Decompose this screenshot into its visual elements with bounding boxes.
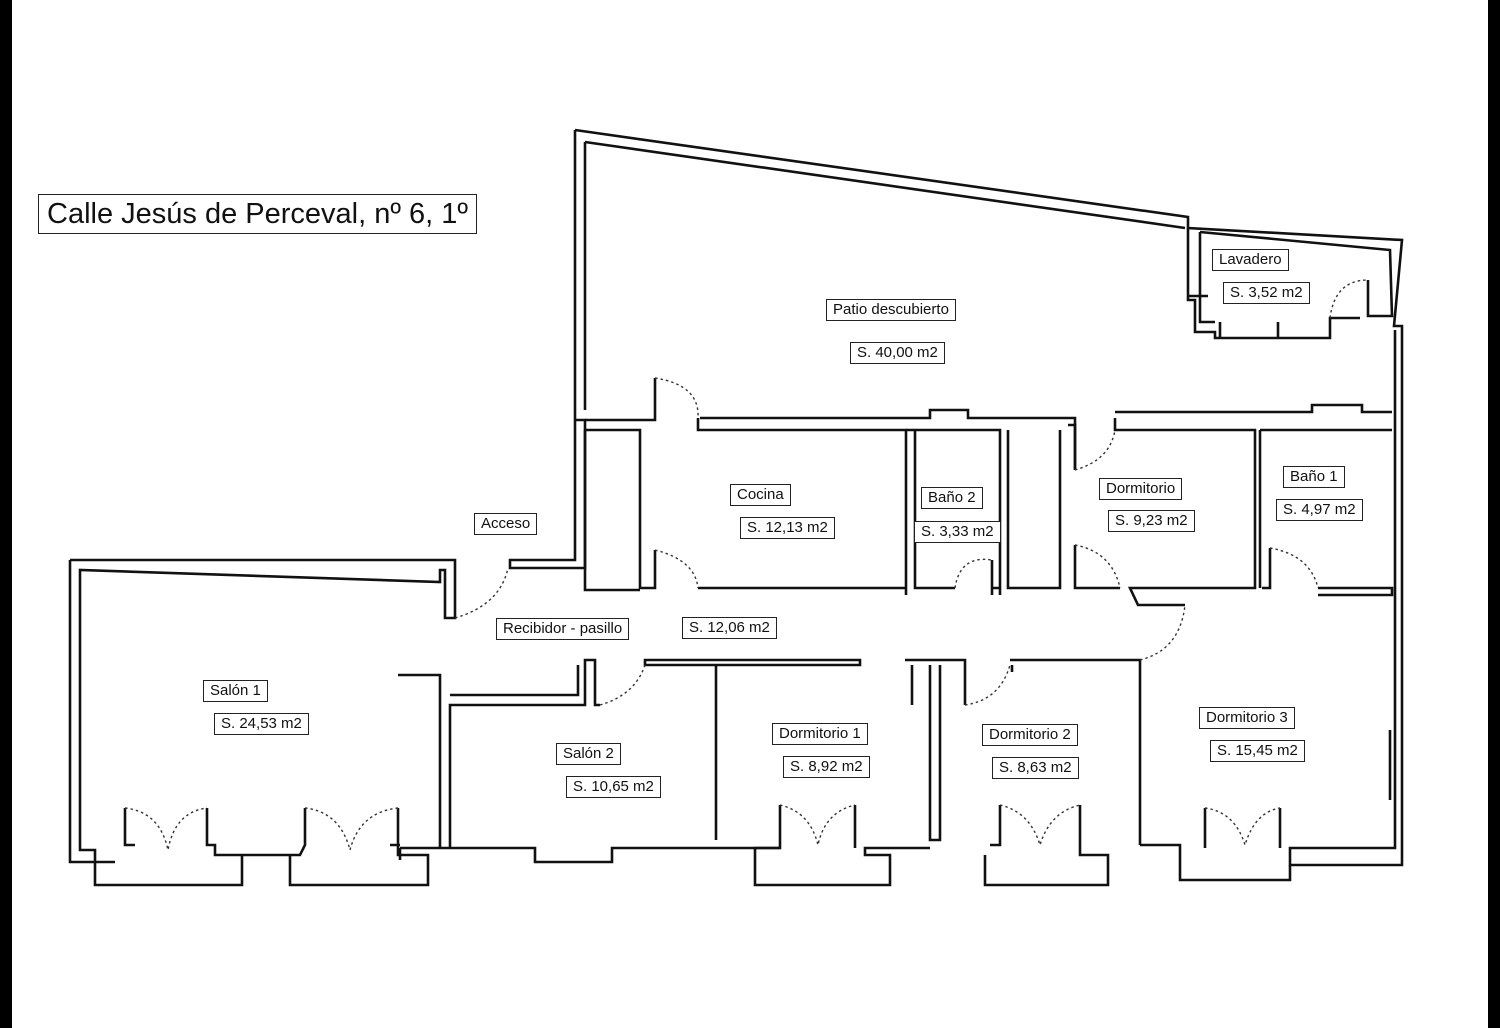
room-name-dormitorio1: Dormitorio 1	[772, 723, 868, 745]
door-swing-dormitorio2	[964, 664, 1011, 706]
room-name-dormitorio2: Dormitorio 2	[982, 724, 1078, 746]
room-name-salon2: Salón 2	[556, 743, 621, 765]
room-name-bano1: Baño 1	[1283, 466, 1345, 488]
dormitorio1-walls	[643, 658, 930, 887]
room-name-patio: Patio descubierto	[826, 299, 956, 321]
room-area-dormitorio2: S. 8,63 m2	[992, 757, 1079, 779]
bano2-walls	[906, 428, 1062, 595]
room-area-recibidor: S. 12,06 m2	[682, 617, 777, 639]
window-swing-dorm2	[999, 804, 1081, 848]
window-swing-dorm1	[779, 804, 856, 846]
room-name-lavadero: Lavadero	[1212, 249, 1289, 271]
plan-title: Calle Jesús de Perceval, nº 6, 1º	[38, 194, 477, 234]
room-name-acceso: Acceso	[474, 513, 538, 535]
right-border	[1488, 0, 1500, 1028]
room-area-bano1: S. 4,97 m2	[1276, 499, 1363, 521]
door-swing-dormitorio	[1074, 429, 1116, 471]
room-area-salon1: S. 24,53 m2	[214, 713, 309, 735]
door-swing-lavadero	[1329, 279, 1369, 319]
room-area-salon2: S. 10,65 m2	[566, 776, 661, 798]
room-area-patio: S. 40,00 m2	[850, 342, 945, 364]
room-area-bano2: S. 3,33 m2	[914, 521, 1001, 543]
window-swing-salon1-b	[304, 807, 399, 853]
door-swing-dormitorio3	[1139, 604, 1186, 661]
dormitorio-walls	[1068, 403, 1392, 607]
room-name-cocina: Cocina	[730, 484, 791, 506]
room-area-dormitorio1: S. 8,92 m2	[783, 756, 870, 778]
door-swing-bano2	[954, 558, 993, 589]
left-border	[0, 0, 12, 1028]
door-swing-salon2	[599, 664, 646, 706]
room-area-cocina: S. 12,13 m2	[740, 517, 835, 539]
kitchen-walls	[583, 378, 1077, 595]
room-name-bano2: Baño 2	[921, 487, 983, 509]
room-area-dormitorio3: S. 15,45 m2	[1210, 740, 1305, 762]
room-name-salon1: Salón 1	[203, 680, 268, 702]
door-swing-bano1	[1269, 547, 1319, 589]
window-swing-salon1-a	[124, 807, 208, 851]
door-swing-patio	[654, 377, 699, 419]
outer-wall-north	[574, 128, 1404, 867]
door-swing-kitchen	[654, 549, 699, 589]
door-swing-access	[454, 567, 509, 619]
room-name-dormitorio3: Dormitorio 3	[1199, 707, 1295, 729]
room-area-dormitorio: S. 9,23 m2	[1108, 510, 1195, 532]
lavadero-walls	[1186, 228, 1360, 340]
salon2-walls	[398, 658, 780, 864]
room-area-lavadero: S. 3,52 m2	[1223, 282, 1310, 304]
room-name-recibidor: Recibidor - pasillo	[496, 618, 630, 640]
door-swing-dormitorio-south	[1074, 544, 1121, 589]
dormitorio3-walls	[1140, 730, 1392, 882]
bano1-walls	[1262, 548, 1394, 597]
salon1-window-walls	[123, 808, 430, 887]
inner-wall-north	[584, 140, 1394, 318]
patio-west-wall	[508, 130, 587, 570]
window-swing-dorm3	[1204, 807, 1281, 848]
room-name-dormitorio: Dormitorio	[1099, 478, 1183, 500]
